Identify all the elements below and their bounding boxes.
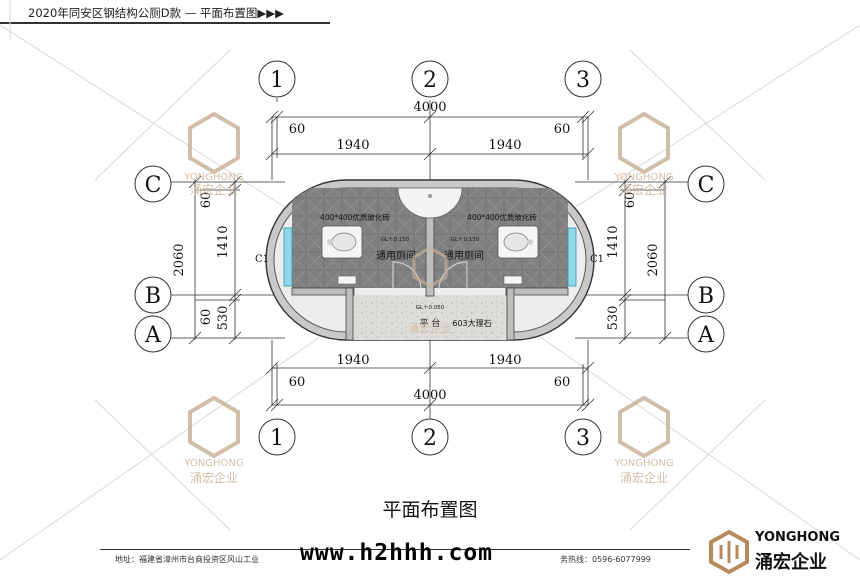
right-window-label: C1 bbox=[590, 254, 604, 265]
right-platform-wall bbox=[506, 287, 515, 341]
dim-right-room: 1410 bbox=[606, 225, 621, 258]
left-platform-wall bbox=[345, 287, 354, 341]
brand-name-en: YONGHONG bbox=[755, 530, 841, 545]
toilet-building bbox=[265, 179, 595, 341]
watermarks: YONGHONG 涌宏企业 YONGHONG 涌宏企业 YONGHONG 涌宏企… bbox=[183, 111, 674, 485]
footer-address: 地址：福建省漳州市台商投资区风山工业 bbox=[115, 555, 259, 564]
dim-left-top-offset: 60 bbox=[199, 192, 214, 209]
dim-bottom-half-right: 1940 bbox=[488, 353, 521, 368]
right-room-label: 通用厕间 bbox=[444, 249, 484, 262]
top-column-bubbles: 1 2 3 bbox=[258, 60, 602, 98]
brand-logo: YONGHONG 涌宏企业 bbox=[705, 528, 855, 576]
brand-logo-icon bbox=[709, 529, 749, 575]
right-squat-toilet bbox=[497, 225, 539, 259]
platform-level-label: GL＋0.050 bbox=[416, 304, 445, 311]
row-c-right: C bbox=[698, 173, 715, 198]
watermark-top-left: YONGHONG 涌宏企业 bbox=[183, 111, 244, 197]
left-squat-toilet bbox=[321, 225, 363, 259]
row-a-left: A bbox=[144, 323, 162, 348]
right-row-bubbles: C B A bbox=[687, 165, 725, 353]
dim-bottom-total: 4000 bbox=[413, 388, 446, 403]
watermark-cn-top-right: 涌宏企业 bbox=[620, 182, 668, 197]
dim-top-edge-left: 60 bbox=[289, 122, 306, 137]
dim-right-lower: 530 bbox=[606, 306, 621, 331]
dim-bottom-half-left: 1940 bbox=[336, 353, 369, 368]
watermark-bottom-left: YONGHONG 涌宏企业 bbox=[183, 395, 244, 485]
watermark-en-bottom-right: YONGHONG bbox=[613, 458, 673, 469]
header-bar: 2020年同安区钢结构公厕D款 — 平面布置图▶▶▶ bbox=[0, 0, 330, 24]
footer-phone: 务热线：0596-6077999 bbox=[560, 555, 651, 564]
dim-top-total: 4000 bbox=[413, 100, 446, 115]
right-fixture bbox=[503, 275, 523, 285]
watermark-en-bottom-left: YONGHONG bbox=[183, 458, 243, 469]
dim-top-half-left: 1940 bbox=[336, 138, 369, 153]
left-lower-wall bbox=[291, 287, 355, 296]
document-title: 2020年同安区钢结构公厕D款 — 平面布置图▶▶▶ bbox=[28, 6, 284, 20]
left-tile-label: 400*400优质玻化砖 bbox=[320, 212, 390, 222]
watermark-cn-bottom-left: 涌宏企业 bbox=[190, 470, 238, 485]
row-b-left: B bbox=[145, 284, 161, 309]
watermark-en-top-left: YONGHONG bbox=[183, 172, 243, 183]
dim-left-bottom-offset: 60 bbox=[199, 309, 214, 326]
dim-left-total: 2060 bbox=[172, 243, 187, 276]
watermark-bottom-right: YONGHONG 涌宏企业 bbox=[613, 395, 674, 485]
top-dimensions bbox=[265, 98, 595, 180]
left-window-label: C1 bbox=[255, 254, 269, 265]
col-3-top: 3 bbox=[576, 68, 590, 93]
dim-top-edge-right: 60 bbox=[554, 122, 571, 137]
col-2-bottom: 2 bbox=[423, 426, 437, 451]
left-window-glass bbox=[283, 227, 293, 287]
platform-label: 平 台 bbox=[420, 317, 441, 329]
right-window-glass bbox=[567, 227, 577, 287]
col-2-top: 2 bbox=[423, 68, 437, 93]
left-room-label: 通用厕间 bbox=[376, 249, 416, 262]
dim-left-room: 1410 bbox=[216, 225, 231, 258]
right-lower-wall bbox=[505, 287, 569, 296]
watermark-top-right: YONGHONG 涌宏企业 bbox=[613, 111, 674, 197]
watermark-en-top-right: YONGHONG bbox=[613, 172, 673, 183]
left-row-bubbles: C B A bbox=[134, 165, 172, 353]
watermark-cn-bottom-right: 涌宏企业 bbox=[620, 470, 668, 485]
right-tile-label: 400*400优质玻化砖 bbox=[467, 212, 537, 222]
left-fixture bbox=[337, 275, 357, 285]
dimension-labels: 4000 60 60 1940 1940 1940 1940 60 60 400… bbox=[172, 100, 661, 403]
grid-bubbles: 1 2 3 1 2 3 C B A C B A bbox=[134, 60, 725, 456]
bottom-column-bubbles: 1 2 3 bbox=[258, 418, 602, 456]
dim-right-top-offset: 60 bbox=[623, 192, 638, 209]
wash-basin bbox=[397, 187, 463, 219]
dim-left-lower: 530 bbox=[216, 306, 231, 331]
right-door bbox=[438, 261, 468, 290]
basin-drain bbox=[428, 194, 432, 198]
watermark-cn-top-left: 涌宏企业 bbox=[190, 182, 238, 197]
row-c-left: C bbox=[145, 173, 162, 198]
row-a-right: A bbox=[697, 323, 715, 348]
left-door bbox=[392, 261, 422, 290]
right-dimensions bbox=[575, 175, 700, 345]
footer-url[interactable]: www.h2hhh.com bbox=[300, 540, 494, 566]
col-1-top: 1 bbox=[270, 68, 284, 93]
left-dimensions bbox=[160, 175, 285, 345]
guide-lines bbox=[0, 0, 860, 561]
marble-platform bbox=[352, 295, 508, 340]
footer-line bbox=[100, 549, 690, 550]
dim-bottom-edge-left: 60 bbox=[289, 375, 306, 390]
dim-bottom-edge-right: 60 bbox=[554, 375, 571, 390]
right-level-label: GL＋0.150 bbox=[451, 236, 480, 243]
left-level-label: GL＋0.150 bbox=[381, 236, 410, 243]
brand-name-cn: 涌宏企业 bbox=[755, 552, 827, 573]
watermark-cn-center: 涌宏企业 bbox=[408, 321, 452, 335]
marble-label: 603大理石 bbox=[452, 318, 491, 328]
drawing-caption: 平面布置图 bbox=[382, 499, 477, 521]
dim-right-total: 2060 bbox=[646, 243, 661, 276]
dim-top-half-right: 1940 bbox=[488, 138, 521, 153]
bottom-dimensions bbox=[265, 340, 595, 425]
watermark-center: 涌宏企业 bbox=[408, 246, 452, 335]
row-b-right: B bbox=[698, 284, 714, 309]
col-1-bottom: 1 bbox=[270, 426, 284, 451]
room-labels: 400*400优质玻化砖 400*400优质玻化砖 GL＋0.150 GL＋0.… bbox=[255, 212, 604, 329]
col-3-bottom: 3 bbox=[576, 426, 590, 451]
